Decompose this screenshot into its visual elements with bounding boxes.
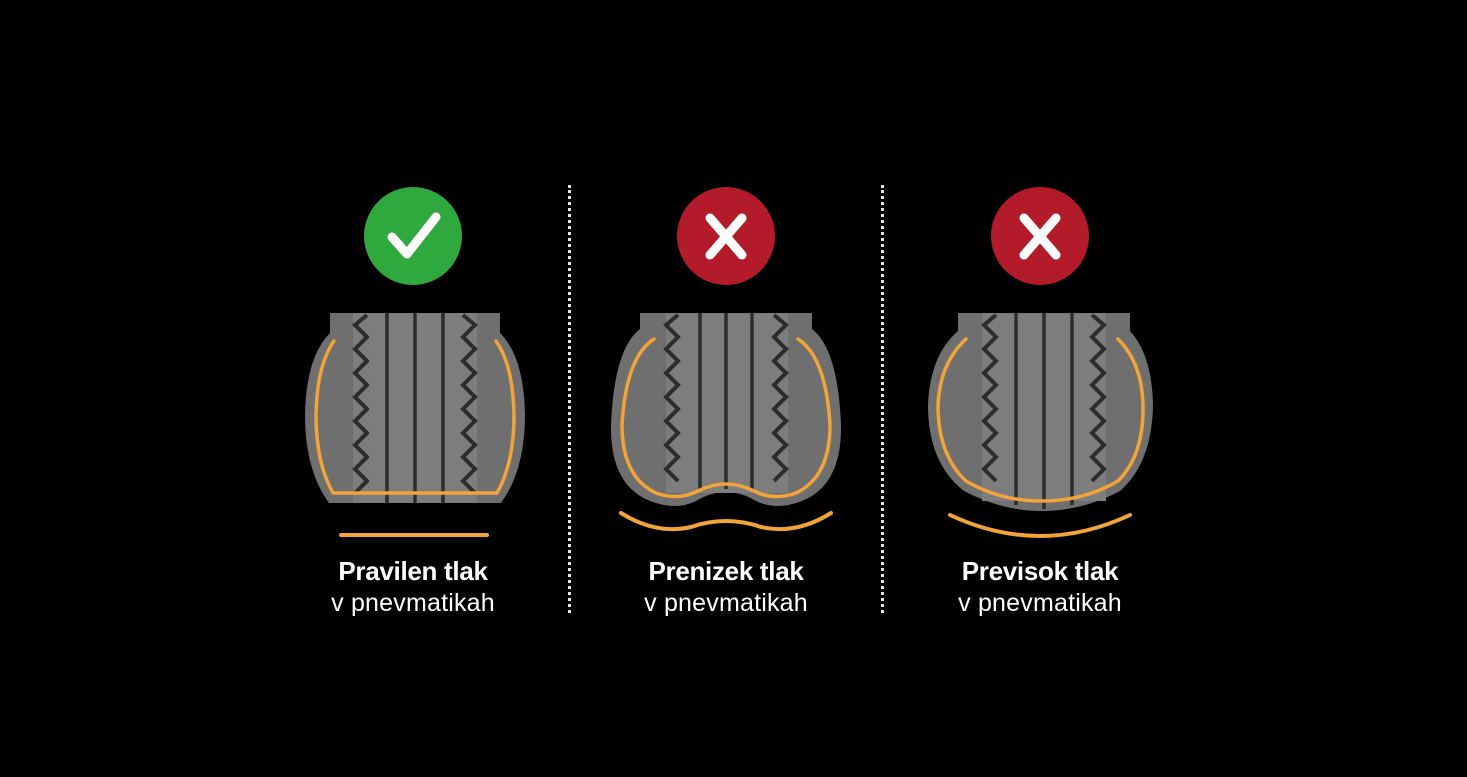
panel-high-pressure: Previsok tlak v pnevmatikah [890, 180, 1190, 620]
inner-outline [620, 337, 832, 499]
check-icon [387, 212, 441, 259]
caption-title: Pravilen tlak [338, 556, 488, 586]
x-icon [1019, 213, 1061, 260]
panel-low-pressure: Prenizek tlak v pnevmatikah [576, 180, 876, 620]
tread-zigzag [663, 313, 789, 483]
tread-zigzag [981, 313, 1107, 483]
inner-outline [936, 337, 1145, 503]
dotted-divider [881, 185, 884, 613]
groove-lines [1014, 313, 1074, 509]
tire-high-illustration [928, 313, 1153, 538]
dotted-divider [568, 185, 571, 613]
caption-title: Prenizek tlak [648, 556, 804, 586]
groove-lines [698, 313, 754, 491]
contact-line [948, 513, 1132, 538]
caption-subtitle: v pnevmatikah [644, 589, 808, 617]
inner-outline [314, 339, 516, 495]
caption-subtitle: v pnevmatikah [958, 589, 1122, 617]
status-badge-bad [677, 187, 775, 285]
tread-zigzag [352, 313, 478, 495]
status-badge-bad [991, 187, 1089, 285]
groove-lines [385, 313, 445, 503]
tire-correct-illustration [305, 313, 525, 537]
caption-subtitle: v pnevmatikah [331, 589, 495, 617]
tire-low-illustration [610, 313, 842, 532]
x-icon [705, 213, 747, 260]
caption-title: Previsok tlak [961, 556, 1119, 586]
contact-line [619, 511, 833, 532]
panel-correct-pressure: Pravilen tlak v pnevmatikah [263, 180, 563, 620]
status-badge-ok [364, 187, 462, 285]
